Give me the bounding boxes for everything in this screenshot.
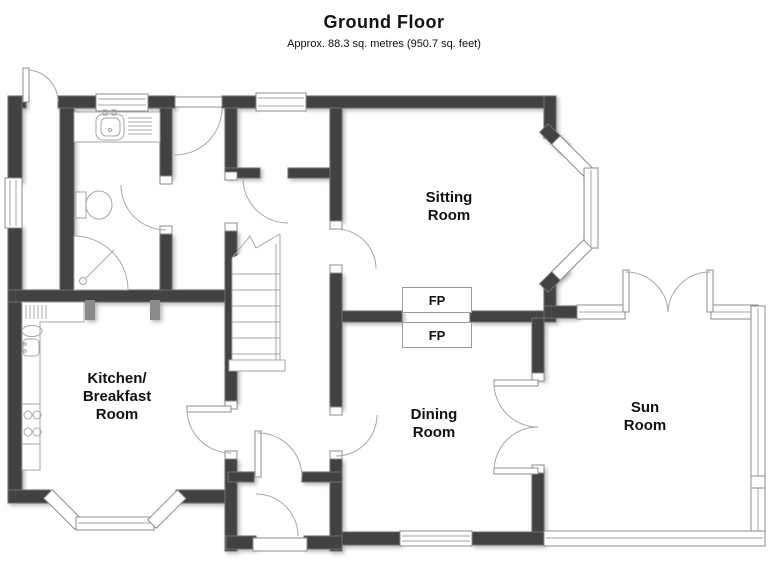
kitchen-sink-icon <box>21 325 43 357</box>
wall-bathroom-east-upper <box>159 107 173 179</box>
stove-icon <box>22 403 42 445</box>
kitchen-door-arc <box>186 408 232 454</box>
wall-sunroom-north <box>543 305 579 319</box>
bathroom-vanity <box>73 109 161 143</box>
garden-door-leaf <box>706 269 714 313</box>
garden-door-arc <box>625 271 669 313</box>
corner-shower-icon <box>73 235 129 291</box>
dining-room-window <box>399 530 473 547</box>
wall-bathroom-south <box>7 289 231 303</box>
side-corridor-window <box>4 177 23 229</box>
kitchen-bay-window <box>43 489 187 531</box>
kitchen-counter <box>21 301 85 471</box>
porch-window <box>255 92 307 112</box>
stairs-break-line <box>231 233 281 259</box>
sunroom-double-door-leaf <box>493 467 539 475</box>
kitchen-door-leaf <box>186 405 232 413</box>
sunroom-double-door-leaf <box>493 379 539 387</box>
staircase <box>228 233 286 372</box>
fireplace-label: FP <box>428 327 446 343</box>
lobby-door-arc <box>257 432 303 478</box>
wall-left-upper <box>7 95 23 183</box>
dining-room-door-arc <box>335 414 378 457</box>
toilet-icon <box>75 190 113 220</box>
wall-hall-east-1 <box>329 107 343 222</box>
jamb-cap <box>329 450 343 460</box>
walls <box>7 95 579 552</box>
side-door-leaf <box>22 67 30 103</box>
fireplace-sitting-room: FP <box>402 287 472 313</box>
wall-lobby-stub-left <box>227 471 255 483</box>
jamb-cap <box>224 450 238 460</box>
windows <box>4 92 766 547</box>
wall-dining-south-left <box>341 531 401 546</box>
kitchen-fixtures <box>21 301 85 471</box>
stairs-bottom-rail <box>228 359 286 372</box>
jamb-cap <box>329 264 343 274</box>
room-label-dining-room: Dining Room <box>410 406 458 441</box>
kitchen-wall-stub-left <box>85 300 95 320</box>
sunroom-east-glazing <box>750 305 766 541</box>
front-door-leaf <box>174 96 223 108</box>
bathroom-door-arc <box>120 184 167 231</box>
bathroom-fixtures <box>73 109 161 291</box>
sitting-room-bay-window <box>551 135 599 281</box>
back-door-arc <box>255 493 299 537</box>
porch-door-arc <box>242 177 289 224</box>
wall-dining-east-upper <box>531 317 545 381</box>
sunroom-south-glazing <box>543 530 766 547</box>
jamb-cap <box>329 220 343 230</box>
garden-door-leaf <box>622 269 630 313</box>
wall-top-2 <box>57 95 99 109</box>
wall-lobby-stub-right <box>301 471 343 483</box>
jamb-cap <box>224 171 238 181</box>
jamb-cap <box>329 406 343 416</box>
wall-bathroom-west <box>59 107 75 293</box>
jamb-cap <box>224 222 238 232</box>
stairs-outline <box>231 234 281 367</box>
room-label-kitchen-breakfast-room: Kitchen/ Breakfast Room <box>82 370 152 423</box>
wall-divider-left <box>341 310 403 323</box>
fireplace-label: FP <box>428 292 446 308</box>
garden-door-arc <box>667 271 711 313</box>
wall-lobby-south-left <box>225 535 257 550</box>
wall-dining-south-right <box>471 531 545 546</box>
wall-dining-east-lower <box>531 466 545 538</box>
lobby-door-leaf <box>254 430 262 478</box>
wall-hall-east-2 <box>329 272 343 410</box>
wall-bathroom-east-lower <box>159 233 173 295</box>
wall-left-lower <box>7 225 23 497</box>
sunroom-double-door-arc <box>493 382 539 428</box>
jamb-cap <box>159 175 173 185</box>
sitting-room-door-arc <box>335 228 377 270</box>
doors <box>22 67 714 552</box>
wall-top-5 <box>303 95 557 109</box>
kitchen-wall-stub-right <box>150 300 160 320</box>
sunroom-north-window-left <box>576 304 626 320</box>
room-label-sitting-room: Sitting Room <box>425 189 473 224</box>
sunroom-double-door-arc <box>493 426 539 472</box>
side-door-arc <box>28 69 59 103</box>
wall-lobby-south-right <box>303 535 343 550</box>
wall-top-4 <box>221 95 259 109</box>
page-subtitle: Approx. 88.3 sq. metres (950.7 sq. feet) <box>287 38 481 50</box>
front-door-arc <box>174 107 223 156</box>
wall-kitchen-south-left <box>7 489 51 504</box>
back-door-leaf <box>252 537 308 552</box>
wall-porch-west <box>224 107 238 175</box>
bathroom-window <box>95 93 149 112</box>
kitchen-drainer <box>25 305 47 319</box>
room-label-sun-room: Sun Room <box>623 399 667 434</box>
fireplace-dining-room: FP <box>402 322 472 348</box>
wall-top-3 <box>145 95 176 109</box>
page-title: Ground Floor <box>323 12 445 32</box>
